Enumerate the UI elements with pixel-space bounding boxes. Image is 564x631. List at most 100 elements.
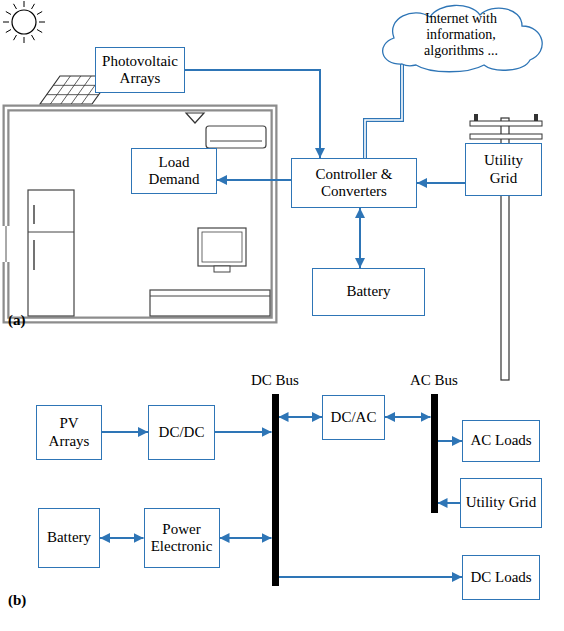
panel-cell-line xyxy=(71,76,91,104)
house xyxy=(6,108,274,320)
connector-group xyxy=(220,538,272,539)
panel-cell-line xyxy=(61,76,81,104)
connector-group xyxy=(102,432,148,433)
power-flow-arrow xyxy=(417,182,465,184)
insulator xyxy=(534,114,538,121)
node-text: PV Arrays xyxy=(41,415,97,450)
connector-group xyxy=(100,538,144,539)
connector-group xyxy=(385,417,431,418)
converter-box: DC/AC xyxy=(322,395,385,440)
sun-ray xyxy=(14,4,17,9)
part-label: (a) xyxy=(8,312,26,329)
table-edge xyxy=(150,296,270,297)
bus-bar xyxy=(272,394,279,586)
power-flow-arrow xyxy=(279,416,323,418)
cloud-node: Internet with information, algorithms ..… xyxy=(372,2,550,74)
air-conditioner-vent xyxy=(210,141,262,142)
table xyxy=(150,290,270,316)
storage-box: Battery xyxy=(312,268,425,316)
grid-box: Utility Grid xyxy=(465,143,542,196)
node-text: Battery xyxy=(47,529,91,546)
sun-disc xyxy=(12,10,36,34)
controller-box: Controller & Converters xyxy=(291,158,417,208)
bus-node: AC Bus xyxy=(403,372,465,513)
connector-group xyxy=(279,417,323,418)
refrigerator-handle xyxy=(33,205,35,224)
connector-group xyxy=(279,577,463,578)
sun-ray xyxy=(32,4,35,9)
sun-ray xyxy=(6,30,11,33)
cloud-shape xyxy=(383,5,543,71)
sun-ray xyxy=(32,35,35,40)
sun xyxy=(3,1,45,43)
node-text: AC Bus xyxy=(403,372,465,389)
window-gap xyxy=(2,226,10,262)
bus-bar xyxy=(431,394,438,513)
crossarm xyxy=(470,121,542,126)
insulator xyxy=(474,114,478,121)
power-flow-arrow xyxy=(279,576,463,578)
window xyxy=(6,226,7,262)
power-flow-arrow xyxy=(217,179,291,181)
connector-group xyxy=(360,208,361,268)
panel-cell-line xyxy=(50,76,70,104)
node-text: AC Loads xyxy=(470,432,531,449)
converter-box: DC/DC xyxy=(148,405,215,460)
sun-ray xyxy=(24,1,25,7)
sun-ray xyxy=(39,22,45,23)
grid-box: Utility Grid xyxy=(460,478,542,528)
data-link-inner xyxy=(365,62,402,158)
source-box: Photovoltaic Arrays xyxy=(95,47,185,94)
load-box: DC Loads xyxy=(462,555,540,600)
refrigerator-door xyxy=(28,232,74,233)
refrigerator-handle xyxy=(33,240,35,270)
node-text: Utility Grid xyxy=(466,494,536,511)
lamp xyxy=(186,113,204,123)
node-text: DC Loads xyxy=(470,569,531,586)
node-text: DC/DC xyxy=(159,424,205,441)
node-text: Load Demand xyxy=(136,154,212,189)
source-box: PV Arrays xyxy=(36,405,102,460)
power-flow-arrow xyxy=(102,431,148,433)
television-screen xyxy=(202,232,242,262)
power-flow-arrow xyxy=(438,502,461,504)
node-text: Utility Grid xyxy=(470,152,537,187)
part-label: (b) xyxy=(8,592,26,609)
node-text: Internet with information, algorithms ..… xyxy=(405,11,517,59)
connector-group xyxy=(215,432,272,433)
storage-box: Battery xyxy=(38,508,100,568)
power-flow-arrow xyxy=(215,431,272,433)
power-flow-arrow xyxy=(185,70,320,158)
bus-node: DC Bus xyxy=(244,372,306,586)
connector-group xyxy=(438,441,463,442)
house-wall-inner xyxy=(6,108,274,320)
house-wall xyxy=(6,108,274,320)
panel-cell-line xyxy=(47,94,99,95)
load-box: AC Loads xyxy=(462,420,540,462)
node-text: Controller & Converters xyxy=(296,166,412,201)
power-flow-arrow xyxy=(100,537,144,539)
sun-ray xyxy=(24,37,25,43)
node-text: Battery xyxy=(346,283,390,300)
node-text: Power Electronic xyxy=(149,521,215,556)
data-link xyxy=(365,62,402,158)
node-text: DC Bus xyxy=(244,372,306,389)
refrigerator xyxy=(28,190,74,316)
connector-group xyxy=(417,183,465,184)
power-flow-arrow xyxy=(438,440,463,442)
crossarm xyxy=(470,134,542,139)
power-flow-arrow xyxy=(359,208,361,268)
sun-ray xyxy=(37,30,42,33)
sun-ray xyxy=(3,22,9,23)
sun-ray xyxy=(14,35,17,40)
node-text: Photovoltaic Arrays xyxy=(100,53,180,88)
connector-group xyxy=(438,503,461,504)
connector-group xyxy=(185,70,320,158)
television-stand xyxy=(214,266,230,272)
connector-group xyxy=(365,62,402,158)
load-box: Load Demand xyxy=(131,148,217,195)
sun-ray xyxy=(6,12,11,15)
air-conditioner xyxy=(206,126,266,148)
node-text: DC/AC xyxy=(331,409,377,426)
